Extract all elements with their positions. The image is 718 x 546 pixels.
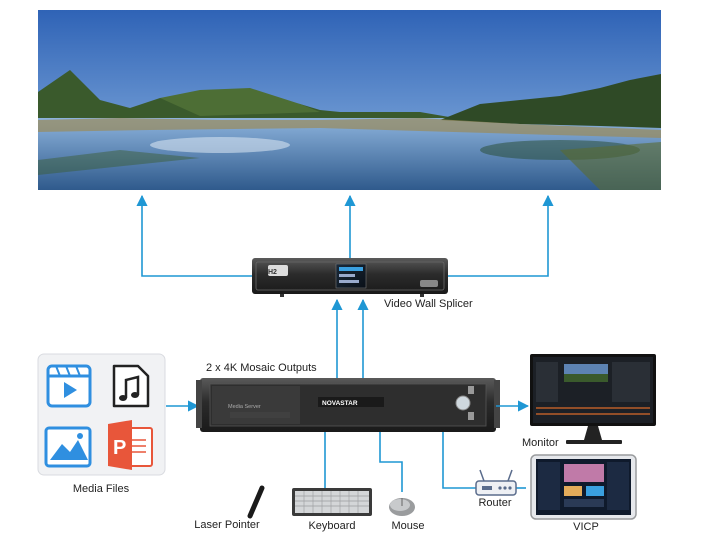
peripheral-connections [324,432,526,492]
media-server-device [196,378,500,432]
router-device [475,469,517,496]
video-wall-splicer-device [252,258,448,297]
keyboard-device [292,488,372,516]
image-file-icon [44,426,92,468]
music-file-icon [112,364,150,408]
video-file-icon [46,364,92,408]
video-wall-image [38,10,661,190]
label-media-files: Media Files [72,483,130,495]
powerpoint-file-icon: P [108,420,153,470]
arrow-to-wall-left [136,194,252,277]
vicp-tablet-device [530,454,637,520]
monitor-device [530,354,656,444]
label-laser-pointer: Laser Pointer [194,519,260,531]
server-brand: NOVASTAR [322,400,358,407]
svg-text:P: P [113,437,126,459]
arrow-to-wall-right [448,194,554,277]
laser-pointer-device [247,485,265,519]
label-keyboard: Keyboard [308,520,356,532]
label-monitor: Monitor [522,437,559,449]
mouse-device [389,498,415,516]
label-vicp: VICP [573,521,599,533]
server-name: Media Server [228,404,261,410]
label-mouse: Mouse [391,520,425,532]
label-router: Router [478,497,512,509]
server-to-splicer-arrows [331,298,369,378]
media-files-panel: P [37,353,166,476]
line-to-router [442,432,476,489]
line-to-mouse [379,432,403,492]
label-mosaic-outputs: 2 x 4K Mosaic Outputs [206,362,317,374]
splicer-badge: H2 [268,269,277,276]
splicer-to-wall-arrows [136,194,554,277]
label-video-wall-splicer: Video Wall Splicer [384,298,473,310]
